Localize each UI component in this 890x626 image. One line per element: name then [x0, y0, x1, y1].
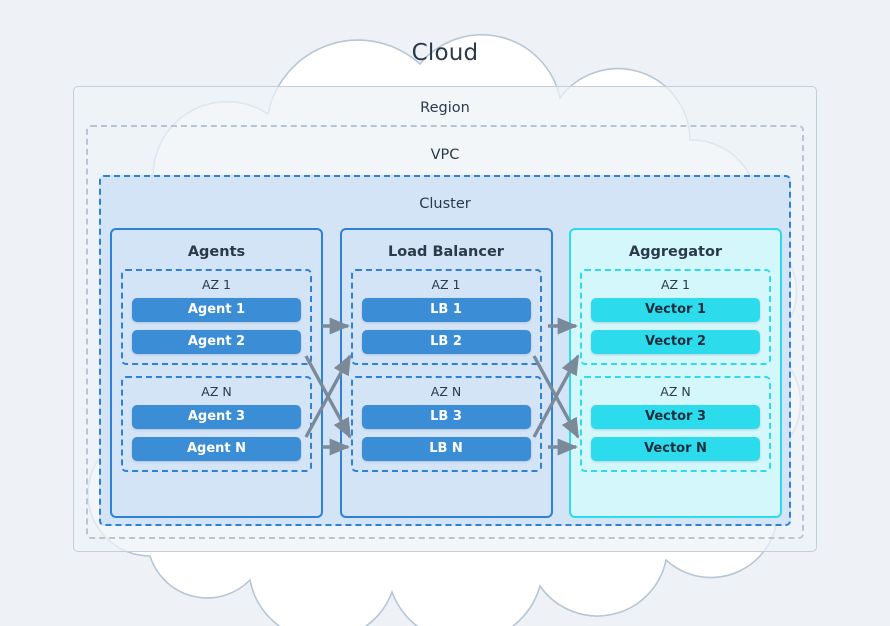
vpc-label: VPC	[430, 147, 460, 163]
node-pill[interactable]: LB 2	[361, 330, 531, 354]
az-box-aggregator-az1: AZ 1 Vector 1 Vector 2	[580, 269, 771, 365]
columns-row: Agents AZ 1 Agent 1 Agent 2 AZ N Agent 3…	[110, 228, 782, 518]
az-box-agents-az1: AZ 1 Agent 1 Agent 2	[121, 269, 312, 365]
node-pill[interactable]: Vector N	[591, 437, 760, 461]
az-label: AZ N	[660, 384, 691, 399]
node-pill[interactable]: LB N	[361, 437, 531, 461]
column-title-agents: Agents	[187, 244, 246, 260]
az-label: AZ 1	[201, 277, 232, 292]
node-pill[interactable]: Vector 1	[591, 298, 760, 322]
az-box-lb-az1: AZ 1 LB 1 LB 2	[350, 269, 542, 365]
node-pill[interactable]: LB 1	[361, 298, 531, 322]
az-label: AZ 1	[431, 277, 461, 292]
az-box-agents-azn: AZ N Agent 3 Agent N	[121, 376, 312, 472]
node-pill[interactable]: Agent N	[132, 437, 301, 461]
az-box-aggregator-azn: AZ N Vector 3 Vector N	[580, 376, 771, 472]
node-pill[interactable]: Agent 1	[132, 298, 301, 322]
node-pill[interactable]: Vector 3	[591, 405, 760, 429]
column-aggregator: Aggregator AZ 1 Vector 1 Vector 2 AZ N V…	[569, 228, 782, 518]
az-label: AZ N	[201, 384, 232, 399]
node-pill[interactable]: Vector 2	[591, 330, 760, 354]
az-label: AZ N	[430, 384, 462, 399]
column-title-aggregator: Aggregator	[628, 244, 723, 260]
node-pill[interactable]: Agent 2	[132, 330, 301, 354]
az-box-lb-azn: AZ N LB 3 LB N	[350, 376, 542, 472]
column-title-load-balancer: Load Balancer	[388, 244, 504, 260]
region-label: Region	[420, 100, 470, 116]
column-load-balancer: Load Balancer AZ 1 LB 1 LB 2 AZ N LB 3 L…	[339, 228, 553, 518]
column-agents: Agents AZ 1 Agent 1 Agent 2 AZ N Agent 3…	[110, 228, 323, 518]
node-pill[interactable]: Agent 3	[132, 405, 301, 429]
page-title: Cloud	[411, 40, 479, 66]
az-label: AZ 1	[660, 277, 691, 292]
cluster-label: Cluster	[419, 196, 471, 212]
node-pill[interactable]: LB 3	[361, 405, 531, 429]
